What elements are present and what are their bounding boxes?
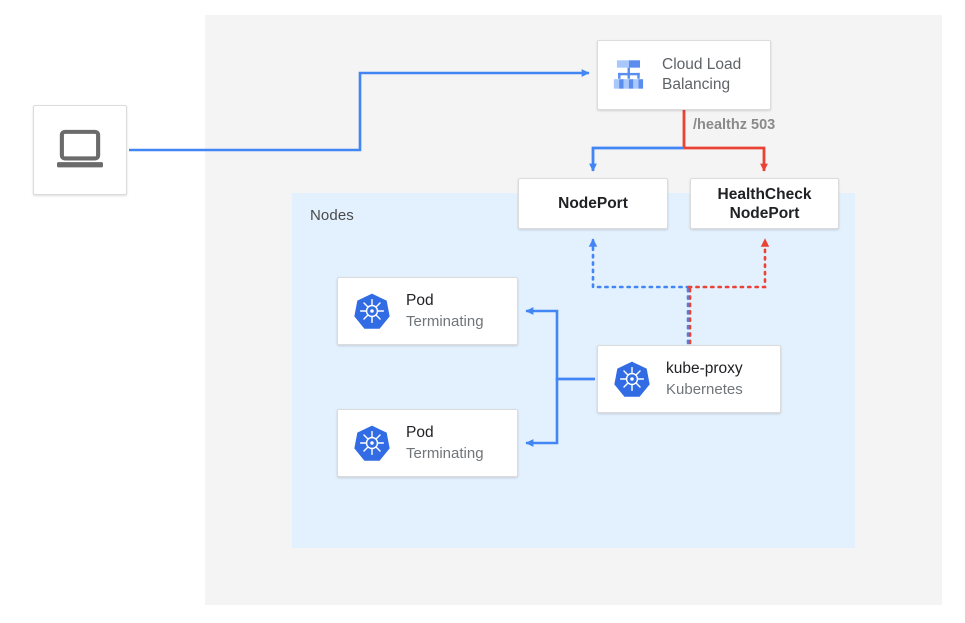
healthcheck-nodeport-label-line1: HealthCheck (717, 185, 812, 203)
cloud-load-balancing-title-line2: Balancing (662, 76, 731, 93)
kube-proxy-subtitle: Kubernetes (666, 380, 743, 398)
pod-2-status: Terminating (406, 444, 484, 462)
kubernetes-icon (354, 425, 390, 461)
client-node[interactable] (33, 105, 127, 195)
nodes-panel-label: Nodes (310, 207, 354, 224)
nodeport-node[interactable]: NodePort (518, 178, 668, 229)
pod-node-1[interactable]: Pod Terminating (337, 277, 518, 345)
laptop-icon (57, 129, 103, 168)
pod-2-title: Pod (406, 423, 434, 441)
healthcheck-nodeport-node[interactable]: HealthCheck NodePort (690, 178, 839, 229)
healthcheck-nodeport-label-line2: NodePort (729, 204, 800, 222)
nodeport-label: NodePort (558, 195, 628, 212)
kube-proxy-node[interactable]: kube-proxy Kubernetes (597, 345, 781, 413)
kubernetes-icon (614, 361, 650, 397)
pod-1-title: Pod (406, 291, 434, 309)
kube-proxy-title: kube-proxy (666, 359, 743, 377)
healthz-status-label: /healthz 503 (693, 117, 776, 133)
cloud-load-balancing-node[interactable]: Cloud Load Balancing (597, 40, 771, 110)
cloud-load-balancing-title-line1: Cloud Load (662, 56, 742, 73)
cloud-load-balancing-icon (613, 60, 644, 89)
pod-1-status: Terminating (406, 312, 484, 330)
kubernetes-icon (354, 293, 390, 329)
pod-node-2[interactable]: Pod Terminating (337, 409, 518, 477)
